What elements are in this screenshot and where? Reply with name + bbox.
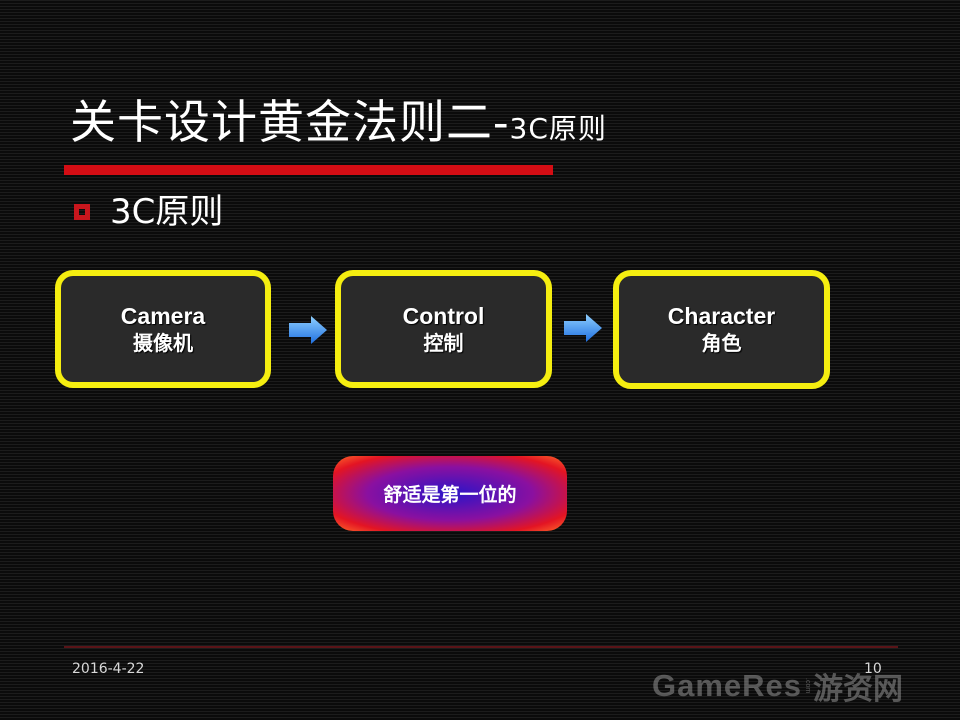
flow-box-camera: Camera 摄像机: [55, 270, 271, 388]
slide-title: 关卡设计黄金法则二-3C原则: [70, 92, 607, 159]
flow-label-en: Character: [667, 303, 776, 329]
page-number: 10: [864, 661, 882, 677]
right-arrow-icon: [564, 314, 602, 342]
slide-title-main: 关卡设计黄金法则二-: [70, 95, 510, 149]
watermark-logo: GameRes .com 游资网: [652, 666, 936, 707]
flow-label-cn: 控制: [423, 330, 464, 355]
title-underline: [64, 165, 553, 175]
bullet-item: 3C原则: [74, 190, 223, 234]
watermark-cn: 游资网: [813, 672, 904, 707]
comfort-text: 舒适是第一位的: [383, 484, 517, 506]
slide-title-suffix: 3C原则: [509, 112, 607, 145]
flow-label-cn: 摄像机: [133, 330, 193, 355]
bullet-text: 3C原则: [110, 192, 224, 232]
flow-label-en: Camera: [120, 302, 206, 329]
footer-date: 2016-4-22: [72, 661, 145, 677]
right-arrow-icon: [289, 316, 327, 344]
watermark-brand: GameRes: [652, 668, 803, 703]
flow-box-character: Character 角色: [613, 270, 830, 389]
square-bullet-icon: [74, 204, 90, 220]
comfort-callout: 舒适是第一位的: [333, 456, 567, 531]
flow-box-control: Control 控制: [335, 270, 552, 388]
flow-label-cn: 角色: [701, 331, 742, 355]
watermark-domain: .com: [804, 678, 812, 694]
flow-label-en: Control: [402, 302, 485, 329]
footer-divider: [64, 646, 898, 648]
